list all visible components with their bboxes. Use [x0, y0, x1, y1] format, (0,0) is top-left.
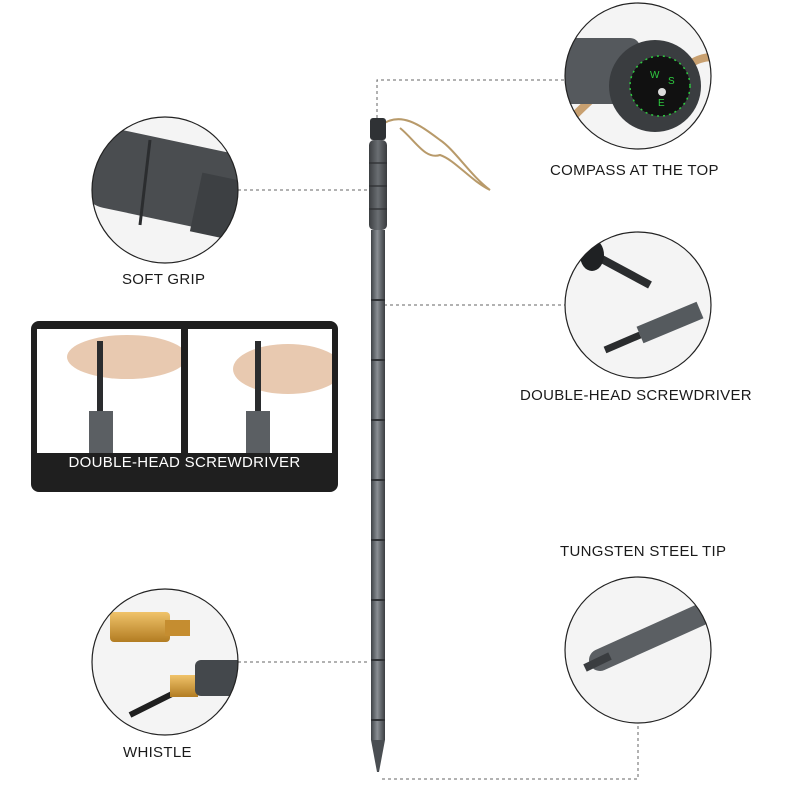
compass-letter-e: E: [658, 98, 665, 109]
pole-cap: [370, 118, 386, 140]
trekking-pole: [369, 118, 491, 772]
label-screwdriver: DOUBLE-HEAD SCREWDRIVER: [520, 387, 752, 404]
compass-detail-photo: W S E: [564, 2, 712, 150]
panel-caption: DOUBLE-HEAD SCREWDRIVER: [68, 454, 301, 471]
whistle-detail-photo: [91, 588, 239, 736]
pole-tip: [371, 740, 385, 772]
lanyard-cord: [379, 118, 491, 191]
label-compass: COMPASS AT THE TOP: [550, 162, 719, 179]
label-tungsten-tip: TUNGSTEN STEEL TIP: [560, 543, 727, 560]
compass-letter-w: W: [650, 70, 660, 81]
pole-shaft: [371, 230, 385, 740]
label-soft-grip: SOFT GRIP: [122, 271, 206, 288]
compass-letter-s: S: [668, 76, 675, 87]
leader-compass: [376, 79, 565, 118]
leader-tip: [382, 723, 639, 780]
leader-lines: [238, 79, 639, 780]
label-whistle: WHISTLE: [123, 744, 192, 761]
screwdriver-detail-photo: [564, 231, 712, 379]
demo-photo-insert: [37, 329, 181, 453]
demo-photo-inserted: [188, 329, 332, 453]
tungsten-tip-detail-photo: [564, 576, 712, 724]
pole-grip: [369, 140, 387, 230]
screwdriver-demo-panel: DOUBLE-HEAD SCREWDRIVER: [31, 321, 338, 492]
soft-grip-detail-photo: [91, 116, 239, 264]
